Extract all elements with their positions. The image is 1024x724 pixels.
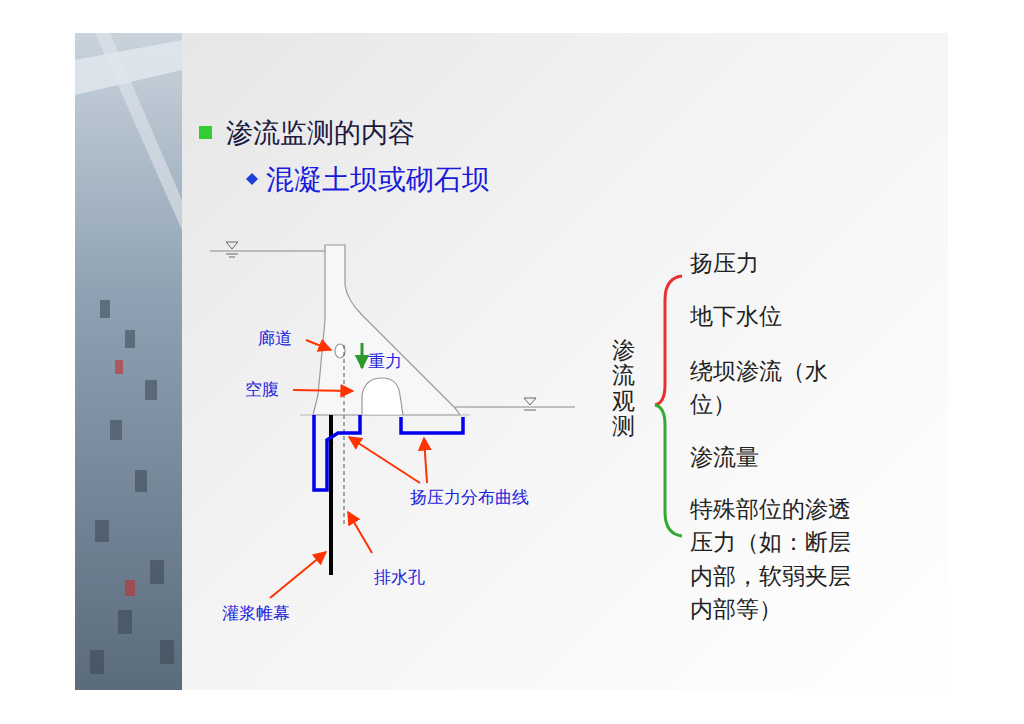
list-item: 扬压力 [690,248,759,279]
part-label: 排水孔 [374,566,425,589]
subtitle: 混凝土坝或砌石坝 [266,161,490,199]
part-label: 灌浆帷幕 [222,602,290,625]
part-label: 廊道 [258,327,292,350]
list-item: 地下水位 [690,301,782,332]
list-item: 特殊部位的渗透压力（如：断层内部，软弱夹层内部等） [690,493,858,626]
list-item: 绕坝渗流（水位） [690,355,840,422]
part-label: 空腹 [245,378,279,401]
group-label: 渗流观测 [612,338,635,439]
list-item: 渗流量 [690,442,759,473]
curve-label: 扬压力分布曲线 [410,486,529,509]
slide-title: 渗流监测的内容 [226,115,415,151]
force-label: 重力 [368,350,402,373]
